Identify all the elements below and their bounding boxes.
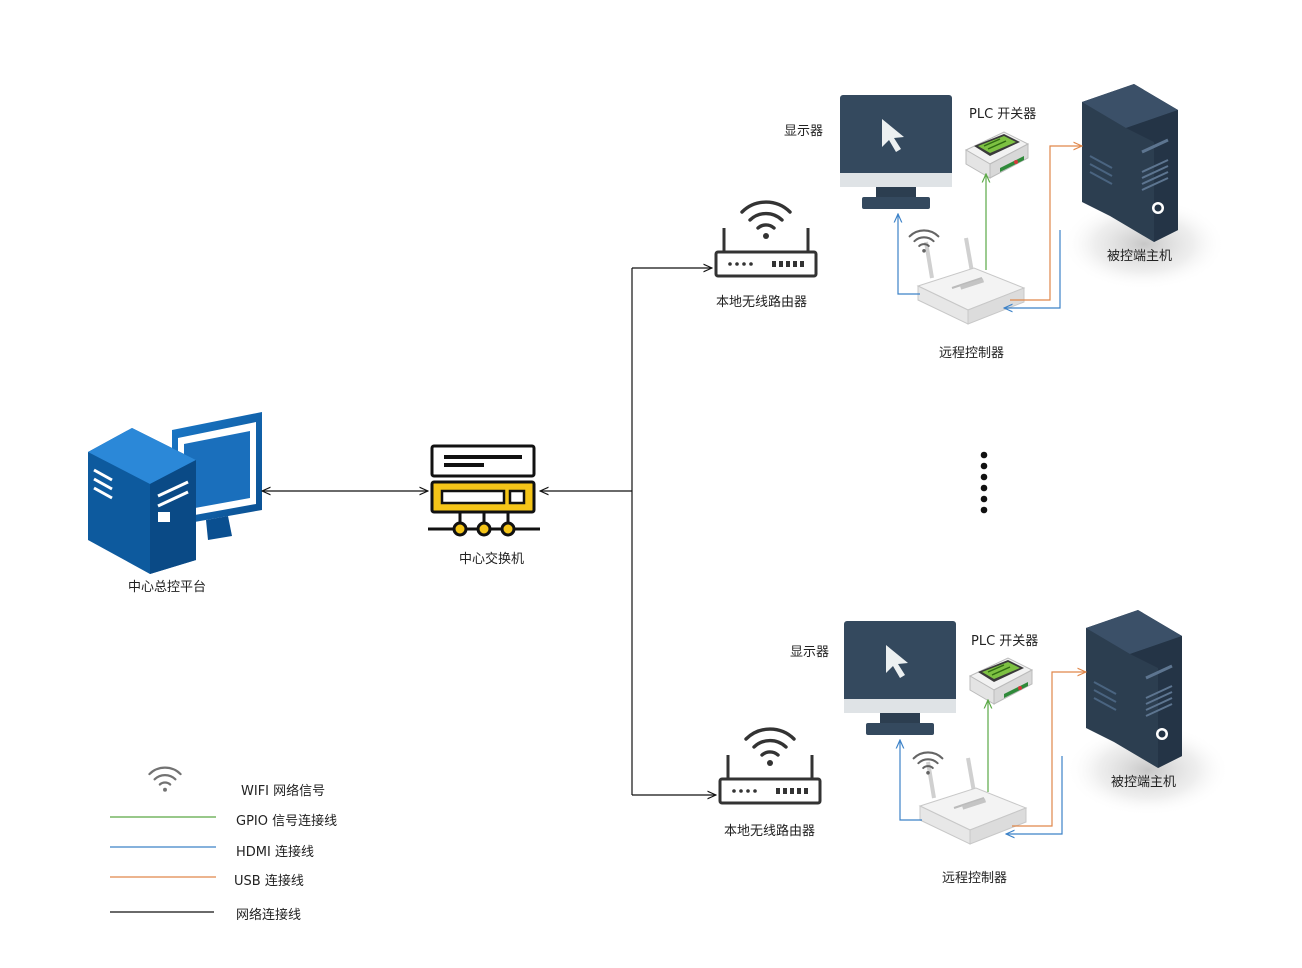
- legend-hdmi-label: HDMI 连接线: [236, 845, 314, 860]
- central-platform-icon: [88, 412, 262, 574]
- central-platform-label: 中心总控平台: [128, 580, 207, 595]
- bottom-router-label: 本地无线路由器: [724, 824, 816, 839]
- legend-usb-label: USB 连接线: [234, 874, 304, 889]
- bottom-plc-label: PLC 开关器: [971, 634, 1039, 649]
- legend-wifi-icon: [148, 766, 182, 793]
- ellipsis-dots: [980, 451, 988, 514]
- bottom-router-icon: [720, 729, 820, 803]
- legend: [110, 766, 216, 913]
- bottom-remote-controller-label: 远程控制器: [942, 871, 1008, 886]
- bottom-plc-icon: [969, 657, 1033, 705]
- legend-gpio-label: GPIO 信号连接线: [236, 814, 338, 829]
- central-switch-icon: [428, 444, 540, 537]
- bottom-cables: [900, 672, 1086, 834]
- central-switch-label: 中心交换机: [459, 552, 525, 567]
- top-plc-label: PLC 开关器: [969, 107, 1037, 122]
- top-remote-controller-icon: [916, 236, 1026, 326]
- bottom-display-icon: [844, 621, 956, 735]
- top-host-label: 被控端主机: [1107, 249, 1173, 264]
- top-display-icon: [840, 95, 952, 209]
- network-lines: [262, 268, 716, 795]
- top-router-label: 本地无线路由器: [716, 295, 808, 310]
- top-display-label: 显示器: [784, 124, 824, 139]
- top-remote-controller-label: 远程控制器: [939, 346, 1005, 361]
- top-remote-wifi-icon: [908, 229, 940, 254]
- top-router-icon: [716, 202, 816, 276]
- legend-network-label: 网络连接线: [236, 908, 302, 923]
- legend-wifi-label: WIFI 网络信号: [241, 784, 326, 799]
- top-plc-icon: [965, 131, 1029, 179]
- bottom-remote-controller-icon: [918, 756, 1028, 846]
- top-cables: [898, 146, 1082, 308]
- bottom-host-label: 被控端主机: [1111, 775, 1177, 790]
- bottom-display-label: 显示器: [790, 645, 830, 660]
